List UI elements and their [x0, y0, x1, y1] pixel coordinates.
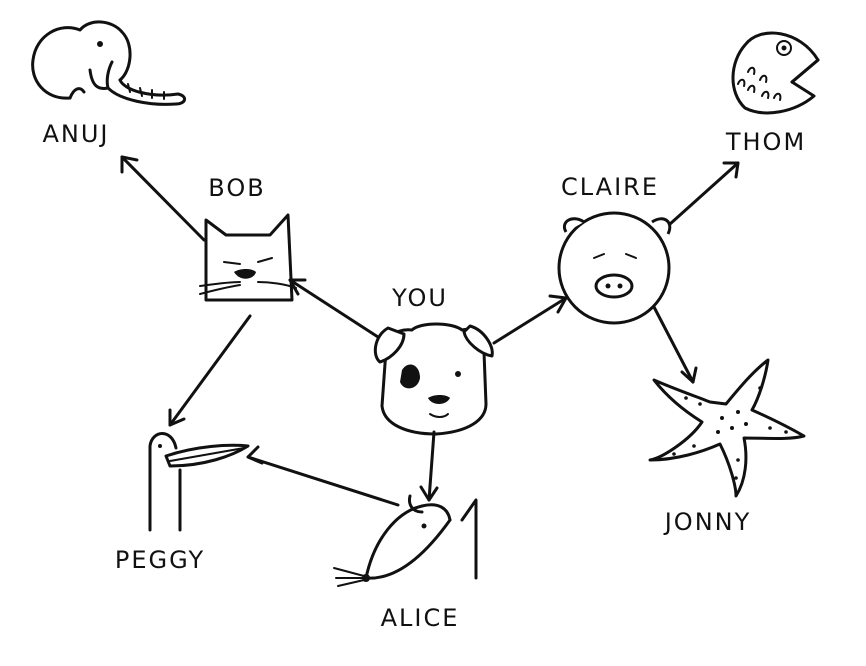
pig-icon	[557, 211, 672, 325]
cat-icon	[199, 213, 297, 302]
edge-you-alice	[419, 430, 439, 502]
edge-claire-jonny	[652, 305, 698, 384]
fish-icon	[731, 31, 820, 115]
edge-you-bob	[288, 278, 380, 339]
node-label-peggy: PEGGY	[115, 546, 205, 574]
node-label-jonny: JONNY	[663, 508, 752, 536]
edge-claire-thom	[668, 161, 740, 226]
edge-you-claire	[492, 294, 568, 345]
node-label-alice: ALICE	[381, 604, 460, 632]
node-label-bob: BOB	[208, 174, 265, 202]
bird-icon	[148, 432, 250, 532]
node-label-anuj: ANUJ	[42, 120, 109, 148]
node-label-thom: THOM	[725, 128, 806, 156]
node-label-claire: CLAIRE	[561, 173, 659, 201]
edge-alice-peggy	[246, 445, 400, 507]
node-label-you: YOU	[391, 284, 448, 312]
elephant-icon	[31, 20, 186, 106]
starfish-icon	[648, 358, 806, 498]
dog-icon	[373, 322, 494, 436]
edge-bob-anuj	[120, 155, 206, 242]
mouse-icon	[333, 494, 478, 587]
edge-bob-peggy	[168, 314, 252, 427]
